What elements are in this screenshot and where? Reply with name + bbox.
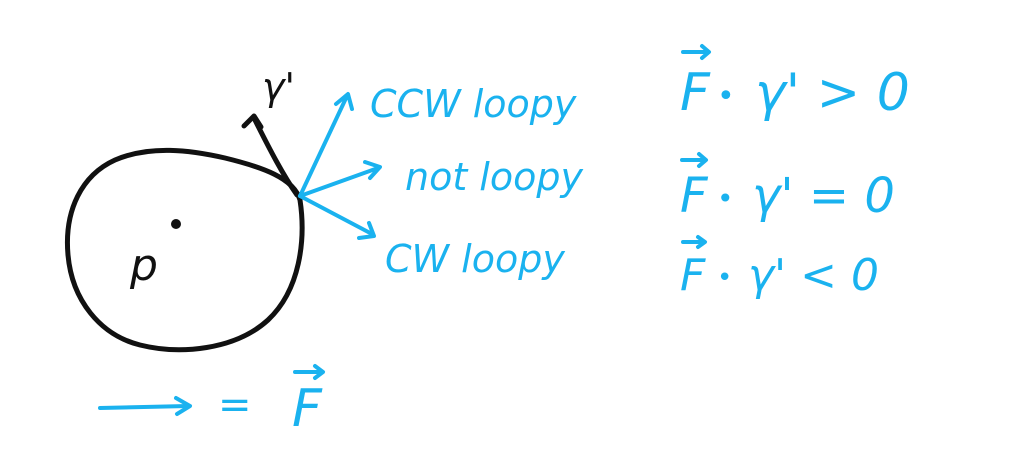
legend-arrow [98,396,192,416]
equation-row-zero: F • γ' = 0 [680,152,895,224]
legend-equals: = [218,382,252,428]
vector-arrow-mark [681,235,707,249]
equation-f: F [680,250,706,301]
vector-arrow-mark [680,152,708,168]
gamma-prime-label: γ' [262,65,295,109]
ccw-vector [298,92,354,198]
equation-rest: γ' > 0 [755,63,910,123]
equation-rest: γ' < 0 [748,250,879,301]
equation-f: F [680,168,709,224]
not-loopy-vector [298,160,382,198]
legend-f-arrow-mark [293,364,325,380]
equation-f: F [680,63,711,123]
not-loopy-label: not loopy [405,155,583,199]
legend-f: F [292,379,323,439]
cw-vector [298,194,376,240]
closed-curve [64,147,305,353]
vector-arrow-mark [681,44,711,60]
gamma-prime-vector [252,117,300,198]
equation-row-positive: F • γ' > 0 [680,44,910,123]
point-label: p [129,240,158,291]
point-dot [171,219,181,229]
equation-dot: • [717,79,735,114]
equation-rest: γ' = 0 [752,168,895,224]
gamma-prime-arrowhead [241,113,264,130]
equation-row-negative: F • γ' < 0 [680,235,879,301]
equation-dot: • [717,263,732,293]
cw-label: CW loopy [385,237,565,281]
equation-dot: • [717,182,734,215]
ccw-label: CCW loopy [370,82,577,126]
